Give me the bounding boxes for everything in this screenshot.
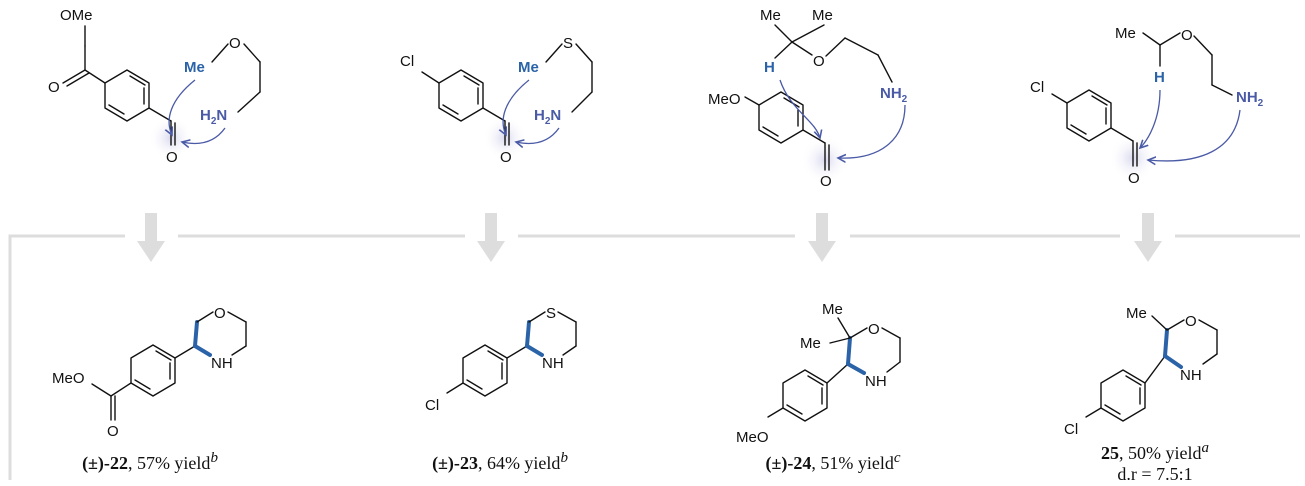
methoxy-label: MeO [736, 429, 769, 446]
diastereomeric-ratio: d.r = 7.5:1 [1117, 464, 1193, 484]
ester-ome-label: OMe [60, 7, 93, 24]
ether-o-label: O [229, 35, 241, 52]
down-arrow-icon [808, 213, 836, 262]
product-24: O NH Me Me MeO [736, 301, 901, 446]
product-23: S NH Cl [425, 305, 577, 414]
chloro-label: Cl [425, 397, 439, 414]
reactant-3: MeO O Me Me H O NH2 [708, 7, 908, 190]
reactant-2: Cl O Me S H2N [400, 35, 593, 166]
chloro-label: Cl [1030, 79, 1044, 96]
compound-number: 24 [793, 453, 812, 473]
ester-meo-label: MeO [52, 370, 85, 387]
caption-22: (±)-22, 57% yieldb [82, 450, 218, 473]
down-arrow-icon [137, 213, 165, 262]
caption-24: (±)-24, 51% yieldc [765, 450, 901, 473]
gem-methyl-a-label: Me [822, 301, 843, 318]
amine-label: H2N [200, 107, 227, 127]
reactive-h-label: H [1154, 69, 1165, 86]
methyl-label: Me [518, 59, 539, 76]
compound-number: 22 [109, 453, 128, 473]
methoxy-label: MeO [708, 91, 741, 108]
reactive-h-label: H [764, 59, 775, 76]
ether-o-label: O [813, 53, 825, 70]
carbonyl-o-label: O [107, 423, 119, 440]
sulfur-label: S [563, 35, 573, 52]
ring-oxygen-label: O [214, 305, 226, 322]
ring-oxygen-label: O [868, 321, 880, 338]
methyl-label: Me [184, 59, 205, 76]
methyl-label: Me [1115, 25, 1136, 42]
aldehyde-o-label: O [166, 149, 178, 166]
chloro-label: Cl [1064, 421, 1078, 438]
reactant-1: OMe O O Me O H2N [48, 7, 261, 166]
transform-arrows [137, 213, 1162, 262]
ring-nh-label: NH [1180, 367, 1202, 384]
compound-number: 23 [459, 453, 478, 473]
methyl-label: Me [1126, 305, 1147, 322]
down-arrow-icon [477, 213, 505, 262]
compound-number: 25 [1101, 443, 1119, 463]
aldehyde-o-label: O [1128, 170, 1140, 187]
caption-23: (±)-23, 64% yieldb [432, 450, 568, 473]
ring-sulfur-label: S [546, 305, 556, 322]
gem-methyl-b-label: Me [800, 335, 821, 352]
ester-o-label: O [48, 79, 60, 96]
ring-nh-label: NH [542, 355, 564, 372]
aldehyde-o-label: O [500, 149, 512, 166]
product-22: O NH MeO O [52, 305, 247, 440]
gem-methyl-a-label: Me [760, 7, 781, 24]
product-25: O NH Me Cl [1064, 305, 1218, 438]
ring-nh-label: NH [865, 373, 887, 390]
amine-label: NH2 [880, 85, 908, 105]
ring-oxygen-label: O [1185, 313, 1197, 330]
aldehyde-o-label: O [820, 173, 832, 190]
reactant-4: Cl O Me H O NH2 [1030, 25, 1264, 187]
amine-label: H2N [534, 107, 561, 127]
amine-label: NH2 [1236, 89, 1264, 109]
caption-25: 25, 50% yielda d.r = 7.5:1 [1060, 440, 1250, 485]
gem-methyl-b-label: Me [812, 7, 833, 24]
ether-o-label: O [1181, 27, 1193, 44]
down-arrow-icon [1134, 213, 1162, 262]
ring-nh-label: NH [211, 355, 233, 372]
divider-lines [8, 234, 1300, 480]
chloro-label: Cl [400, 53, 414, 70]
